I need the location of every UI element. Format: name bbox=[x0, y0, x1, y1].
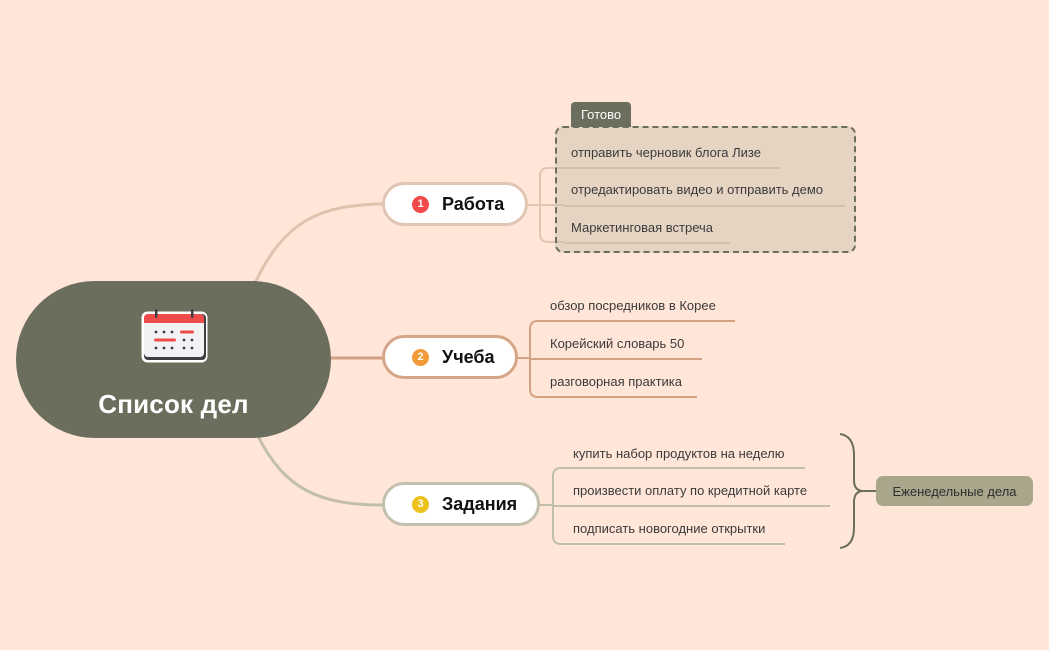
branch-label: Учеба bbox=[442, 346, 495, 367]
topic-item[interactable]: купить набор продуктов на неделю bbox=[573, 446, 785, 461]
topic-item[interactable]: подписать новогодние открытки bbox=[573, 521, 766, 536]
done-boundary[interactable] bbox=[555, 126, 856, 253]
branch-label: Задания bbox=[442, 493, 518, 514]
topic-item[interactable]: отправить черновик блога Лизе bbox=[571, 145, 761, 160]
root-node[interactable]: Список дел bbox=[16, 281, 331, 438]
topic-item[interactable]: отредактировать видео и отправить демо bbox=[571, 182, 824, 197]
number-badge-icon: 2 bbox=[412, 348, 429, 366]
topic-item[interactable]: Маркетинговая встреча bbox=[571, 220, 714, 235]
calendar-icon bbox=[141, 309, 208, 363]
number-badge-icon: 3 bbox=[412, 495, 429, 513]
number-badge-icon: 1 bbox=[412, 195, 429, 213]
topic-item[interactable]: Корейский словарь 50 bbox=[550, 336, 685, 351]
summary-node[interactable]: Еженедельные дела bbox=[876, 476, 1033, 506]
boundary-label[interactable]: Готово bbox=[571, 102, 632, 127]
branch-node-tasks[interactable]: 3 Задания bbox=[382, 482, 540, 526]
root-title: Список дел bbox=[98, 389, 249, 419]
branch-node-study[interactable]: 2 Учеба bbox=[382, 335, 518, 379]
topic-item[interactable]: разговорная практика bbox=[550, 374, 682, 389]
topic-item[interactable]: обзор посредников в Корее bbox=[550, 298, 716, 313]
branch-node-work[interactable]: 1 Работа bbox=[382, 182, 528, 226]
topic-item[interactable]: произвести оплату по кредитной карте bbox=[573, 483, 808, 498]
branch-label: Работа bbox=[442, 193, 505, 214]
